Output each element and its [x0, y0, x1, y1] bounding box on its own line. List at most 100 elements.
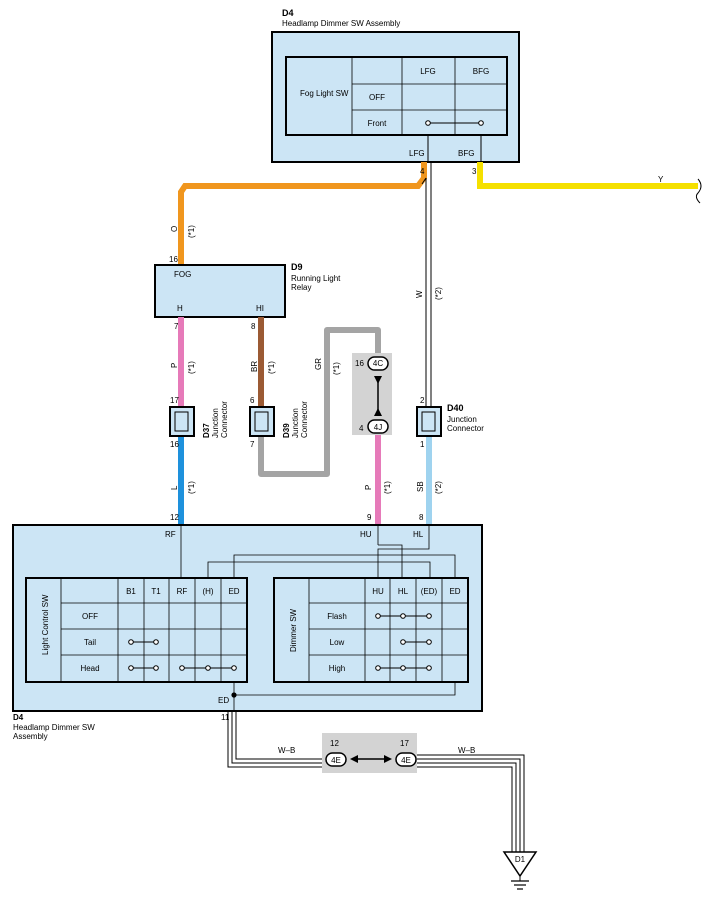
relay-box [154, 264, 286, 318]
wire-label-p-upper: P [170, 363, 179, 368]
dim-col-hl: HL [398, 587, 409, 596]
pin-hi: 8 [251, 322, 256, 331]
d39-box [249, 406, 275, 437]
row-off: OFF [369, 93, 385, 102]
top-switch-assembly: D4 Headlamp Dimmer SW Assembly Fog Light… [271, 8, 520, 163]
lc-col-ed: ED [228, 587, 239, 596]
term-lfg: LFG [409, 149, 425, 158]
relay-id: D9 [291, 262, 303, 272]
relay-name-2: Relay [291, 283, 311, 292]
pin-h: 7 [174, 322, 179, 331]
pin-rf: 12 [170, 513, 179, 522]
wire-label-o: O [170, 226, 179, 232]
d40-pin-bottom: 1 [420, 440, 425, 449]
pin-hu: 9 [367, 513, 372, 522]
wire-note-p-lower: (*1) [383, 481, 392, 494]
term-rf: RF [165, 530, 176, 539]
lc-row-head: Head [80, 664, 99, 673]
middle-wires: P (*1) BR (*1) GR (*1) L (*1) P (*1) SB … [170, 317, 443, 525]
term-hu: HU [360, 530, 372, 539]
wire-label-w: W [415, 290, 424, 298]
d39-line2: Connector [300, 401, 309, 438]
lc-col-h: (H) [202, 587, 213, 596]
wire-break-symbol [695, 178, 702, 204]
lc-row-tail: Tail [84, 638, 96, 647]
connector-4e-right [395, 752, 417, 767]
wire-label-gr: GR [314, 358, 323, 370]
d40-box [416, 406, 442, 437]
wire-label-y: Y [658, 175, 664, 184]
col-bfg: BFG [473, 67, 489, 76]
wire-label-wb-left: W–B [278, 746, 295, 755]
light-control-title: Light Control SW [41, 594, 50, 655]
d39-line1: Junction [291, 408, 300, 438]
pin-4j: 4 [359, 424, 364, 433]
d37-id: D37 [202, 423, 211, 438]
dimmer-dots [375, 613, 432, 671]
d37-line1: Junction [211, 408, 220, 438]
pin-bfg: 3 [472, 167, 477, 176]
wire-note-l: (*1) [187, 481, 196, 494]
wire-note-br: (*1) [267, 361, 276, 374]
wire-note-gr: (*1) [332, 362, 341, 375]
d37-pin-top: 17 [170, 396, 179, 405]
wire-orange [178, 162, 427, 265]
label-4c: 4C [373, 359, 383, 368]
pin-hl: 8 [419, 513, 424, 522]
connector-4e-left [325, 752, 347, 767]
wire-note-w: (*2) [434, 287, 443, 300]
wire-label-sb: SB [416, 481, 425, 492]
junction-d37: 17 16 D37 Junction Connector [169, 396, 229, 449]
label-4e-left: 4E [331, 756, 341, 765]
bottom-sw-name-2: Assembly [13, 732, 48, 741]
wire-label-l: L [170, 485, 179, 490]
row-front: Front [368, 119, 387, 128]
d39-id: D39 [282, 423, 291, 438]
d39-pin-top: 6 [250, 396, 255, 405]
dim-col-hu: HU [372, 587, 384, 596]
connector-4j [367, 419, 389, 434]
dim-col-ed: ED [449, 587, 460, 596]
wire-label-br: BR [250, 361, 259, 372]
junction-dot [231, 692, 237, 698]
junction-4c-4j: 16 4C 4 4J [352, 353, 392, 435]
pin-4c: 16 [355, 359, 364, 368]
pin-4e-right: 17 [400, 739, 409, 748]
d37-pin-bottom: 16 [170, 440, 179, 449]
connector-4c [367, 356, 389, 371]
lc-col-rf: RF [177, 587, 188, 596]
junction-d39: 6 7 D39 Junction Connector [249, 396, 309, 449]
top-sw-id: D4 [282, 8, 294, 18]
wire-gray [258, 327, 381, 477]
contact-dot [425, 120, 431, 126]
wire-label-wb-right: W–B [458, 746, 475, 755]
bottom-switch-assembly: 12 9 8 RF HU HL ED Light Control [12, 513, 483, 741]
top-sw-name: Headlamp Dimmer SW Assembly [282, 19, 400, 28]
upper-wires: 4 3 Y O (*1) W (*2) [170, 162, 702, 407]
wire-note-sb: (*2) [434, 481, 443, 494]
d40-line1: Junction [447, 415, 477, 424]
wire-note-o: (*1) [187, 225, 196, 238]
light-control-dots [128, 639, 237, 671]
term-hi: HI [256, 304, 264, 313]
term-h: H [177, 304, 183, 313]
dimmer-table [273, 577, 469, 683]
bottom-sw-id: D4 [13, 713, 24, 722]
fog-light-sw-title: Fog Light SW [300, 89, 349, 98]
pin-fog: 16 [169, 255, 178, 264]
ground-wire: W–B W–B 12 17 4E 4E D1 [227, 711, 538, 890]
term-fog: FOG [174, 270, 191, 279]
running-light-relay: 16 FOG H HI D9 Running Light Relay 7 8 [154, 255, 341, 331]
dimmer-title: Dimmer SW [289, 608, 298, 652]
d37-line2: Connector [220, 401, 229, 438]
lc-col-b1: B1 [126, 587, 136, 596]
lc-col-t1: T1 [151, 587, 161, 596]
pin-lfg: 4 [420, 167, 425, 176]
wire-note-p-upper: (*1) [187, 361, 196, 374]
label-4j: 4J [374, 423, 382, 432]
d40-id: D40 [447, 403, 464, 413]
col-lfg: LFG [420, 67, 436, 76]
lc-row-off: OFF [82, 612, 98, 621]
wire-label-p-lower: P [364, 485, 373, 490]
label-4e-right: 4E [401, 756, 411, 765]
